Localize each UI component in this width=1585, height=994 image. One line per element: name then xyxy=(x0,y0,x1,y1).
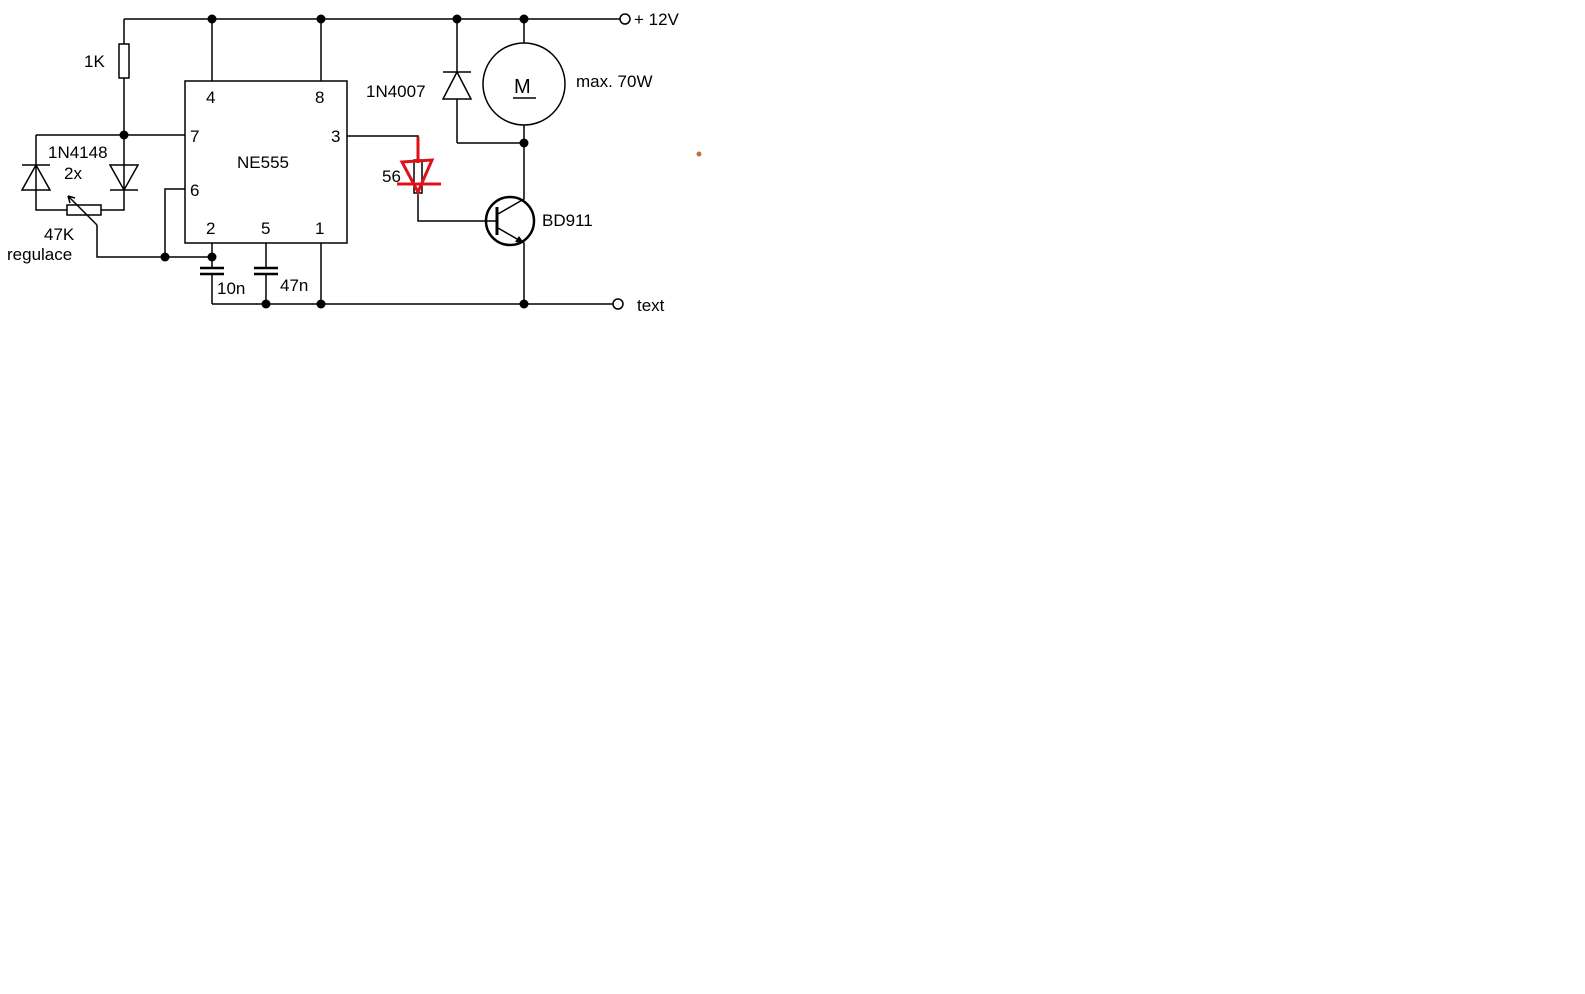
c2-label: 47n xyxy=(280,276,308,295)
pin-6: 6 xyxy=(190,181,199,200)
c2-capacitor xyxy=(254,266,278,276)
r1-label: 1K xyxy=(84,52,105,71)
red-diode-annotation xyxy=(397,137,441,196)
transistor-leads xyxy=(497,143,525,304)
transistor-label: BD911 xyxy=(542,211,593,230)
pin-4: 4 xyxy=(206,88,215,107)
pot-wiper-arrow xyxy=(67,195,98,226)
pot-caption: regulace xyxy=(7,245,72,264)
pin-1: 1 xyxy=(315,219,324,238)
pin-8: 8 xyxy=(315,88,324,107)
diode-left xyxy=(20,163,52,191)
diodes-count: 2x xyxy=(64,164,82,183)
pin-7: 7 xyxy=(190,127,199,146)
supply-label: + 12V xyxy=(634,10,680,29)
supply-terminal xyxy=(619,13,631,25)
motor-wires xyxy=(457,19,525,144)
pin-5: 5 xyxy=(261,219,270,238)
diode-loop-wires xyxy=(35,134,185,211)
c1-label: 10n xyxy=(217,279,245,298)
junction-dots xyxy=(119,14,529,309)
ic-name: NE555 xyxy=(237,153,289,172)
ic-supply-wires xyxy=(211,19,322,81)
wiper-wire xyxy=(96,225,212,258)
ground-label: text xyxy=(637,296,665,315)
c1-capacitor xyxy=(200,266,224,276)
motor xyxy=(482,42,566,126)
emitter-arrow-icon xyxy=(515,236,524,243)
r1-resistor xyxy=(118,43,130,79)
pot-label: 47K xyxy=(44,225,75,244)
stray-dot xyxy=(696,151,702,157)
pot-47k xyxy=(66,204,102,216)
pin-2: 2 xyxy=(206,219,215,238)
rb-label: 56 xyxy=(382,167,401,186)
diodes-label: 1N4148 xyxy=(48,143,108,162)
flyback-diode xyxy=(441,19,473,143)
ground-terminal xyxy=(612,298,624,310)
motor-symbol: M xyxy=(514,76,531,98)
transistor-bd911 xyxy=(484,195,536,247)
diode-right xyxy=(108,164,140,192)
motor-label: max. 70W xyxy=(576,72,653,91)
pin6-wire xyxy=(164,188,185,257)
flyback-label: 1N4007 xyxy=(366,82,426,101)
pin-3: 3 xyxy=(331,127,340,146)
